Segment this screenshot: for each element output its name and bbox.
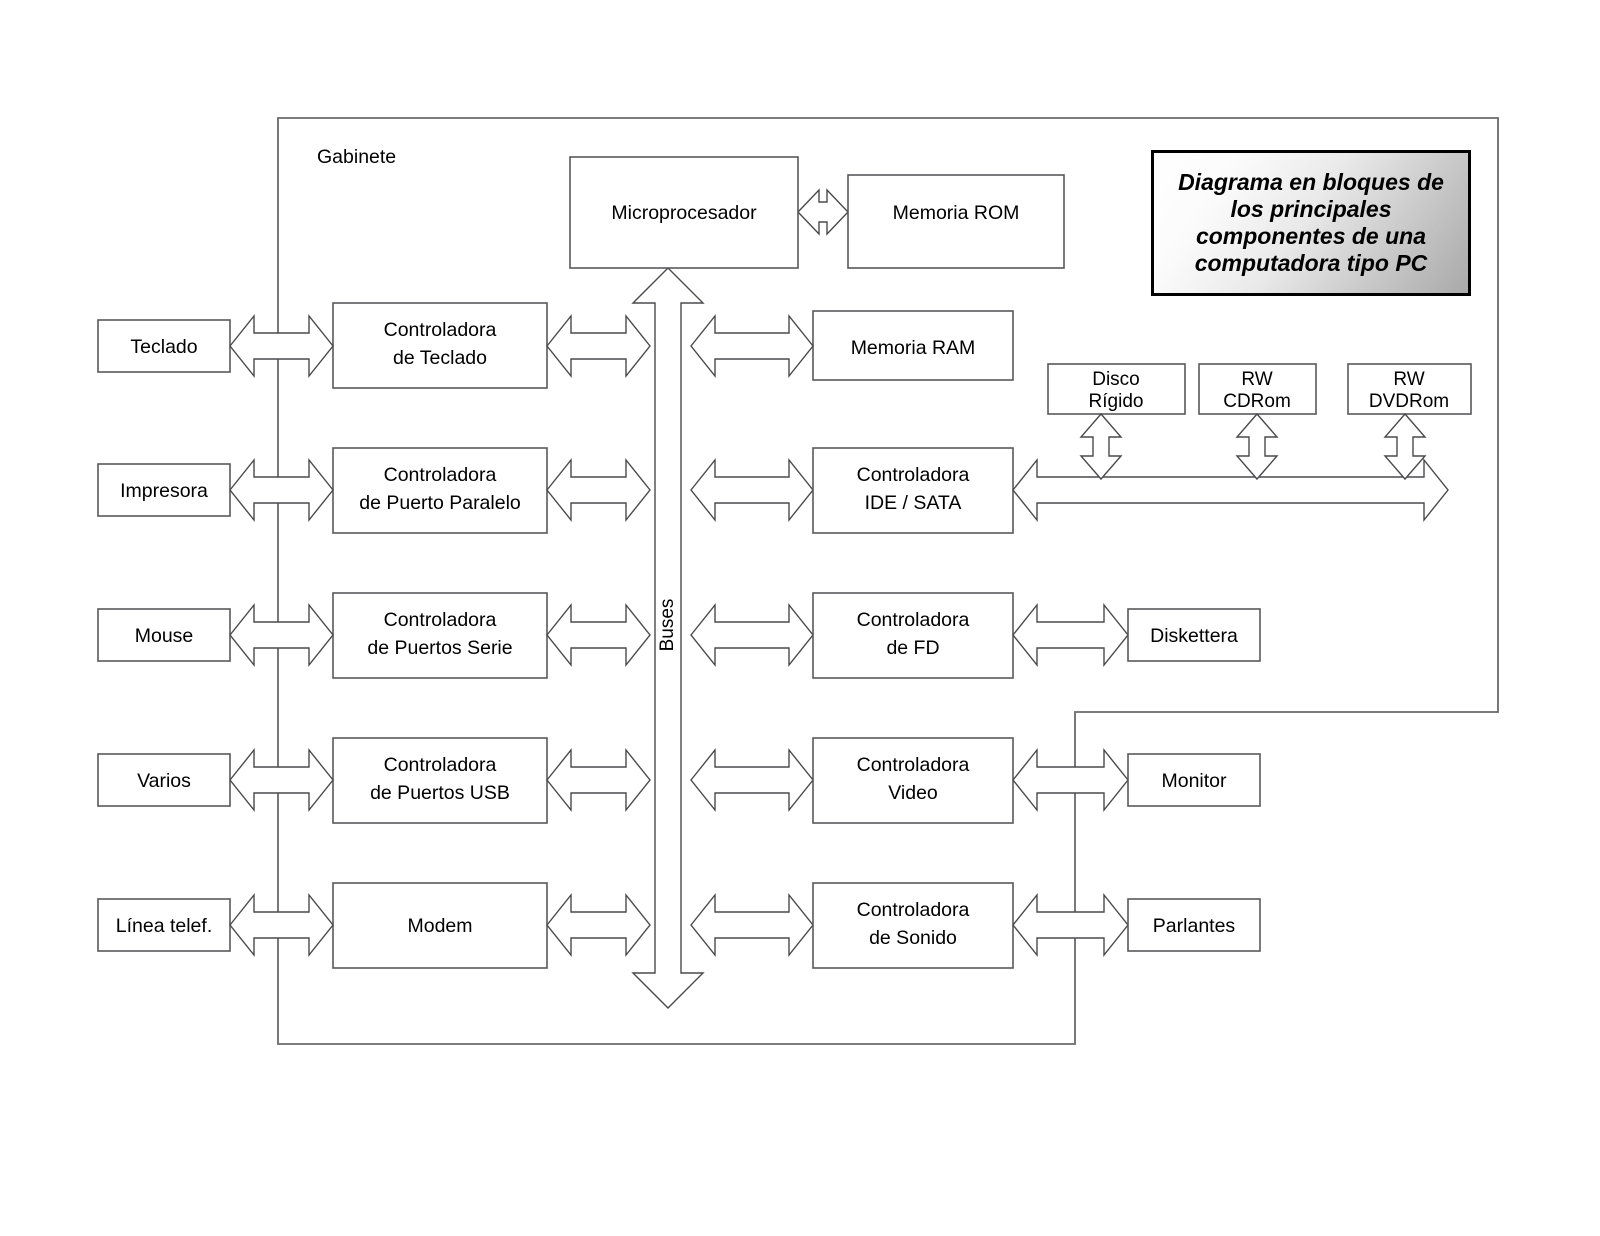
- arrow-bus-memoria-ram: [690, 314, 814, 378]
- bus-label: Buses: [657, 599, 678, 652]
- label-controladora-serie-2: de Puertos Serie: [367, 637, 512, 659]
- diagram-title-text: Diagrama en bloques de los principales c…: [1172, 169, 1450, 277]
- cabinet-outline: [277, 117, 1499, 1045]
- arrow-disco-rigido-bus: [1079, 412, 1123, 481]
- label-controladora-ide-2: IDE / SATA: [865, 492, 962, 514]
- label-memoria-rom: Memoria ROM: [893, 202, 1020, 224]
- arrow-varios-controladora: [229, 748, 334, 812]
- box-microprocesador[interactable]: [569, 156, 799, 269]
- box-controladora-usb[interactable]: [332, 737, 548, 824]
- label-controladora-teclado-2: de Teclado: [393, 347, 487, 369]
- box-linea-telefonica[interactable]: [97, 898, 231, 952]
- label-memoria-ram: Memoria RAM: [851, 337, 976, 359]
- label-disco-rigido-2: Rígido: [1089, 391, 1144, 412]
- arrow-rw-cdrom-bus: [1235, 412, 1279, 481]
- label-controladora-paralelo-2: de Puerto Paralelo: [359, 492, 521, 514]
- box-mouse[interactable]: [97, 608, 231, 662]
- box-modem[interactable]: [332, 882, 548, 969]
- box-controladora-fd[interactable]: [812, 592, 1014, 679]
- label-controladora-fd-1: Controladora: [857, 609, 970, 631]
- arrow-fd-diskettera: [1012, 603, 1129, 667]
- arrow-controladora-serie-bus: [546, 603, 651, 667]
- arrow-controladora-paralelo-bus: [546, 458, 651, 522]
- title-line-1: Diagrama en bloques de: [1178, 169, 1444, 196]
- label-diskettera: Diskettera: [1150, 625, 1238, 647]
- box-controladora-paralelo[interactable]: [332, 447, 548, 534]
- cabinet-label: Gabinete: [317, 146, 396, 168]
- title-line-2: los principales: [1230, 196, 1392, 223]
- label-impresora: Impresora: [120, 480, 208, 502]
- arrow-bus-controladora-ide: [690, 458, 814, 522]
- box-disco-rigido[interactable]: [1047, 363, 1186, 415]
- label-controladora-sonido-1: Controladora: [857, 899, 970, 921]
- label-microprocesador: Microprocesador: [611, 202, 757, 224]
- arrow-video-monitor: [1012, 748, 1129, 812]
- label-rw-dvdrom-2: DVDRom: [1369, 391, 1449, 412]
- diagram-title-box: Diagrama en bloques de los principales c…: [1151, 150, 1471, 296]
- arrow-bus-controladora-fd: [690, 603, 814, 667]
- label-controladora-usb-2: de Puertos USB: [370, 782, 510, 804]
- title-line-4: computadora tipo PC: [1194, 249, 1428, 276]
- label-disco-rigido-1: Disco: [1092, 369, 1140, 390]
- label-linea-telefonica: Línea telef.: [116, 915, 213, 937]
- arrow-rw-dvdrom-bus: [1383, 412, 1427, 481]
- box-controladora-ide-sata[interactable]: [812, 447, 1014, 534]
- arrow-mouse-controladora: [229, 603, 334, 667]
- arrow-ide-storage-bus: [1012, 458, 1449, 522]
- bus-arrow: [631, 267, 705, 1009]
- arrow-teclado-controladora: [229, 314, 334, 378]
- arrow-cpu-rom: [797, 188, 849, 236]
- box-rw-cdrom[interactable]: [1198, 363, 1317, 415]
- arrow-modem-bus: [546, 893, 651, 957]
- label-controladora-fd-2: de FD: [886, 637, 939, 659]
- label-controladora-teclado-1: Controladora: [384, 319, 497, 341]
- label-controladora-usb-1: Controladora: [384, 754, 497, 776]
- label-parlantes: Parlantes: [1153, 915, 1236, 937]
- arrow-controladora-teclado-bus: [546, 314, 651, 378]
- box-controladora-sonido[interactable]: [812, 882, 1014, 969]
- box-monitor[interactable]: [1127, 753, 1261, 807]
- label-monitor: Monitor: [1161, 770, 1227, 792]
- arrow-bus-controladora-sonido: [690, 893, 814, 957]
- box-controladora-teclado[interactable]: [332, 302, 548, 389]
- label-controladora-sonido-2: de Sonido: [869, 927, 957, 949]
- arrow-controladora-usb-bus: [546, 748, 651, 812]
- label-rw-cdrom-1: RW: [1241, 369, 1272, 390]
- label-rw-dvdrom-1: RW: [1393, 369, 1424, 390]
- label-modem: Modem: [407, 915, 472, 937]
- label-controladora-video-2: Video: [888, 782, 938, 804]
- label-controladora-video-1: Controladora: [857, 754, 970, 776]
- arrow-sonido-parlantes: [1012, 893, 1129, 957]
- label-rw-cdrom-2: CDRom: [1223, 391, 1291, 412]
- box-controladora-video[interactable]: [812, 737, 1014, 824]
- box-rw-dvdrom[interactable]: [1347, 363, 1472, 415]
- label-controladora-serie-1: Controladora: [384, 609, 497, 631]
- arrow-linea-modem: [229, 893, 334, 957]
- box-parlantes[interactable]: [1127, 898, 1261, 952]
- box-teclado[interactable]: [97, 319, 231, 373]
- label-controladora-ide-1: Controladora: [857, 464, 970, 486]
- arrow-impresora-controladora: [229, 458, 334, 522]
- label-controladora-paralelo-1: Controladora: [384, 464, 497, 486]
- box-memoria-ram[interactable]: [812, 310, 1014, 381]
- box-diskettera[interactable]: [1127, 608, 1261, 662]
- label-teclado: Teclado: [130, 336, 197, 358]
- arrow-bus-controladora-video: [690, 748, 814, 812]
- label-mouse: Mouse: [135, 625, 194, 647]
- box-memoria-rom[interactable]: [847, 174, 1065, 269]
- label-varios: Varios: [137, 770, 191, 792]
- box-controladora-serie[interactable]: [332, 592, 548, 679]
- title-line-3: componentes de una: [1195, 223, 1427, 249]
